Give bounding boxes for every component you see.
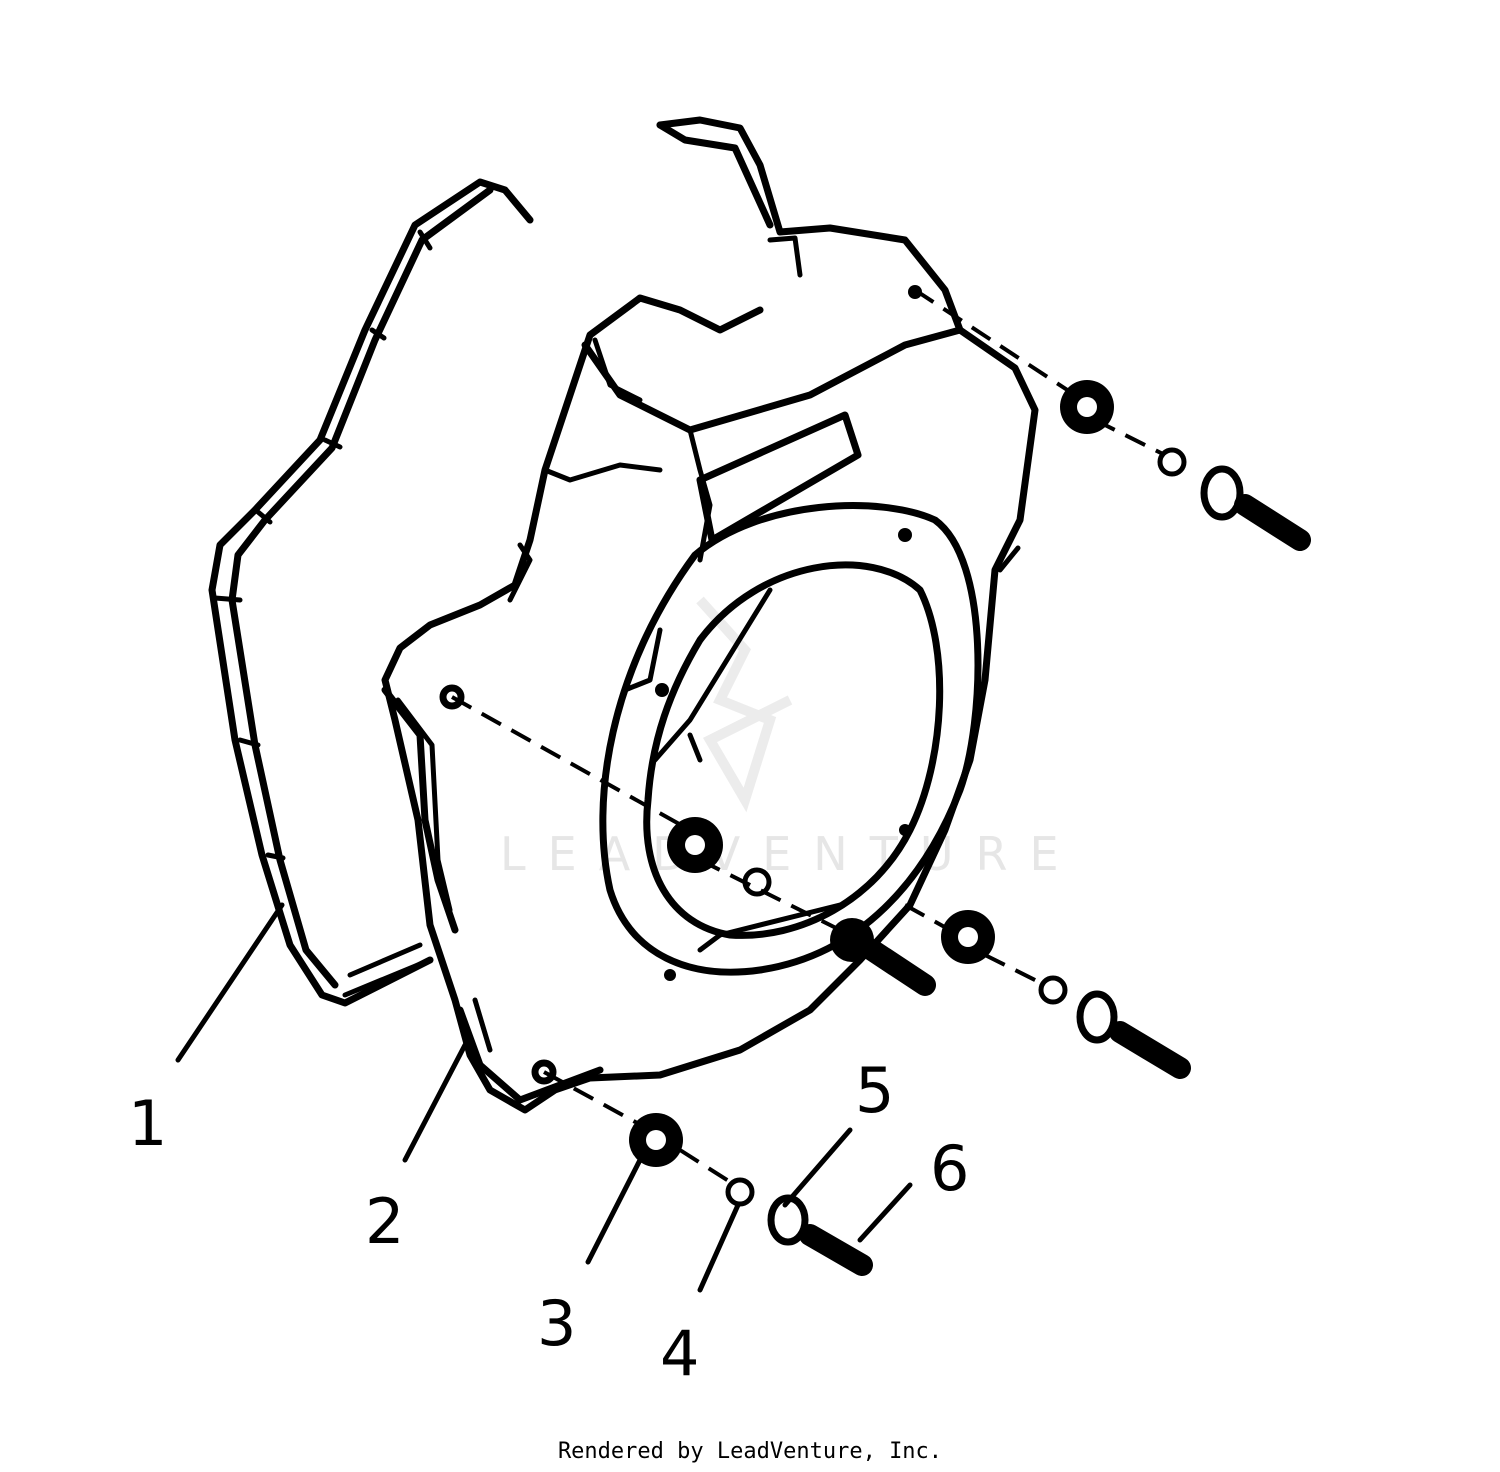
callout-3: 3 [537,1287,576,1360]
fastener-stack-lower [629,1113,873,1276]
callout-4: 4 [660,1317,699,1390]
watermark-logo: LEADVENTURE [500,596,1081,881]
render-credit: Rendered by LeadVenture, Inc. [558,1439,942,1464]
fastener-stack-lower-right [941,910,1191,1079]
callout-6: 6 [930,1132,969,1205]
callout-2: 2 [365,1185,404,1258]
callout-1: 1 [128,1087,167,1160]
part-1-baffle [208,178,534,1007]
callout-5: 5 [855,1054,894,1127]
alignment-lines [451,288,1166,1187]
fastener-stack-upper-right [1060,380,1311,551]
watermark-text: LEADVENTURE [500,827,1081,881]
fastener-stack-center [667,817,936,996]
leader-lines [175,902,913,1293]
